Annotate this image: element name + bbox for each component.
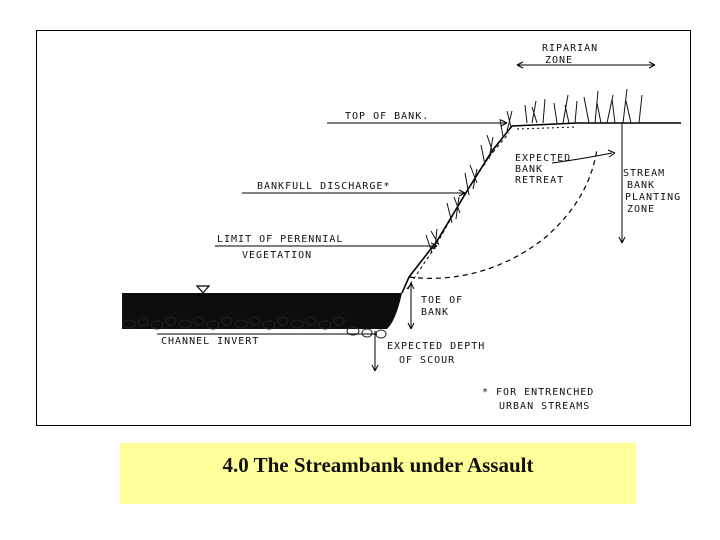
label-stream-bank-planting-zone-3: PLANTING <box>625 192 681 203</box>
streambank-diagram: RIPARIAN ZONE TOP OF BANK. EXPECTED BANK… <box>36 30 691 426</box>
streambank-sketch: RIPARIAN ZONE TOP OF BANK. EXPECTED BANK… <box>37 31 692 427</box>
water-body <box>122 293 402 329</box>
expected-retreat-curve <box>409 149 597 278</box>
label-expected-depth-scour: EXPECTED DEPTH <box>387 341 485 352</box>
label-channel-invert: CHANNEL INVERT <box>161 336 259 347</box>
label-riparian-zone: RIPARIAN <box>542 43 598 54</box>
label-stream-bank-planting-zone-2: BANK <box>627 180 655 191</box>
water-level-marker <box>197 286 209 293</box>
label-stream-bank-planting-zone: STREAM <box>623 168 665 179</box>
label-toe-of-bank-2: BANK <box>421 307 449 318</box>
label-top-of-bank: TOP OF BANK. <box>345 111 429 122</box>
label-limit-perennial-vegetation-2: VEGETATION <box>242 250 312 261</box>
label-expected-bank-retreat-2: BANK <box>515 164 543 175</box>
label-expected-depth-scour-2: OF SCOUR <box>399 355 455 366</box>
label-stream-bank-planting-zone-4: ZONE <box>627 204 655 215</box>
caption-box: 4.0 The Streambank under Assault <box>120 443 636 504</box>
label-toe-of-bank: TOE OF <box>421 295 463 306</box>
label-expected-bank-retreat-3: RETREAT <box>515 175 564 186</box>
label-bankfull-discharge: BANKFULL DISCHARGE* <box>257 181 390 192</box>
caption-title: 4.0 The Streambank under Assault <box>120 453 636 478</box>
label-expected-bank-retreat: EXPECTED <box>515 153 571 164</box>
label-riparian-zone-2: ZONE <box>545 55 573 66</box>
footnote-entrenched: * FOR ENTRENCHED <box>482 387 594 398</box>
footnote-urban-streams: URBAN STREAMS <box>499 401 590 412</box>
label-limit-perennial-vegetation: LIMIT OF PERENNIAL <box>217 234 343 245</box>
